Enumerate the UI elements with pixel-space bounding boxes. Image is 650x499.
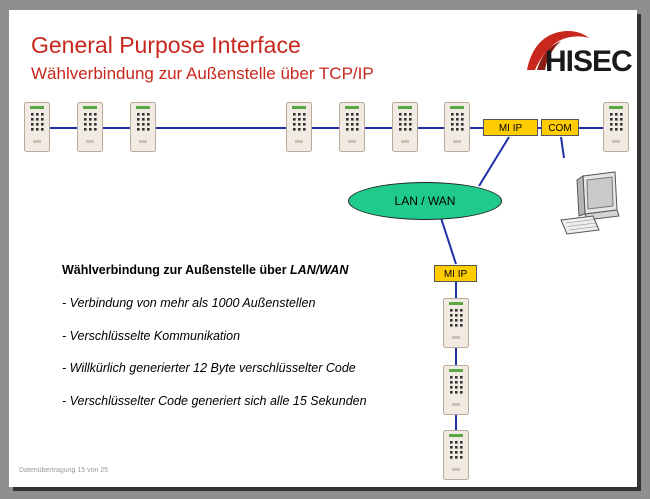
body-heading-text: Wählverbindung zur Außenstelle über bbox=[62, 263, 291, 277]
keypad-device bbox=[443, 430, 469, 480]
logo-text: HISEC bbox=[545, 45, 633, 78]
computer-icon bbox=[559, 170, 623, 236]
keypad-device bbox=[24, 102, 50, 152]
hisec-logo: HISEC bbox=[523, 22, 633, 82]
com-box: COM bbox=[541, 119, 579, 136]
keypad-device bbox=[339, 102, 365, 152]
keypad-device bbox=[443, 365, 469, 415]
mi-ip-box-top: MI IP bbox=[483, 119, 538, 136]
keypad-device bbox=[443, 298, 469, 348]
logo-bird-mark bbox=[527, 30, 589, 70]
keypad-device bbox=[286, 102, 312, 152]
bullet-item: - Verbindung von mehr als 1000 Außenstel… bbox=[62, 296, 316, 310]
lan-to-mi-ip-line bbox=[440, 217, 457, 265]
body-heading: Wählverbindung zur Außenstelle über LAN/… bbox=[62, 263, 348, 277]
bullet-item: - Verschlüsselter Code generiert sich al… bbox=[62, 394, 367, 408]
mi-ip-box-bottom: MI IP bbox=[434, 265, 477, 282]
keypad-device bbox=[130, 102, 156, 152]
body-heading-emphasis: LAN/WAN bbox=[290, 263, 349, 277]
bullet-item: - Willkürlich generierter 12 Byte versch… bbox=[62, 361, 356, 375]
slide: General Purpose Interface Wählverbindung… bbox=[9, 10, 637, 487]
network-lines bbox=[24, 127, 605, 470]
slide-title: General Purpose Interface bbox=[31, 32, 301, 58]
keypad-device bbox=[603, 102, 629, 152]
keypad-device bbox=[444, 102, 470, 152]
slide-subtitle: Wählverbindung zur Außenstelle über TCP/… bbox=[31, 64, 374, 83]
com-to-pc-line bbox=[560, 136, 565, 159]
lan-wan-cloud: LAN / WAN bbox=[348, 182, 502, 220]
keypad-device bbox=[392, 102, 418, 152]
mi-ip-to-lan-line bbox=[478, 136, 510, 187]
slide-footer: Datenübertragung 15 von 25 bbox=[19, 467, 109, 474]
keypad-device bbox=[77, 102, 103, 152]
bullet-item: - Verschlüsselte Kommunikation bbox=[62, 329, 241, 343]
